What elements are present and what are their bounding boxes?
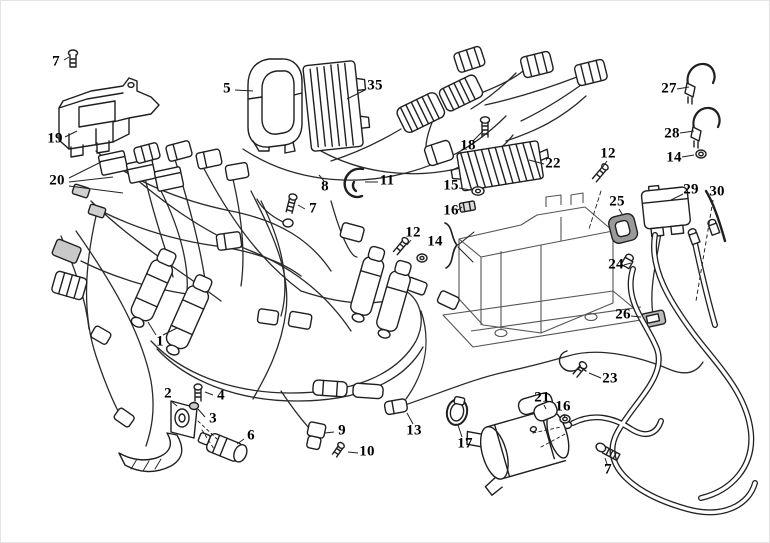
sensor-6 [197, 432, 248, 463]
bolt-7c [595, 442, 621, 462]
sensor-6-dashes [197, 420, 218, 450]
ecu-bracket-5 [247, 58, 303, 154]
cable-hook-27 [684, 62, 716, 105]
nut-3 [188, 401, 200, 411]
washer-15 [471, 186, 485, 196]
screw-18 [479, 116, 491, 138]
leader-line-6-28 [236, 438, 245, 445]
leader-line-30-18 [695, 199, 714, 302]
ignition-coils-1 [130, 245, 412, 356]
screw-10 [331, 441, 345, 458]
leader-line-14-16 [681, 154, 695, 158]
regulator-22 [450, 140, 550, 192]
leader-line-27-14 [676, 86, 690, 90]
screw-4 [193, 383, 203, 402]
leader-line-22-9 [528, 159, 545, 165]
leader-lines [63, 56, 714, 465]
battery-cables [561, 218, 758, 516]
leader-line-2-25 [170, 400, 178, 407]
ground-terminal-2 [118, 400, 198, 473]
leader-line-26-22 [630, 315, 642, 318]
leader-line-28-15 [679, 130, 695, 134]
leader-line-19-1 [64, 130, 78, 138]
ecu-module-35 [302, 60, 371, 152]
starter-leader-dashes [532, 426, 568, 448]
relay-cluster-20 [71, 150, 185, 219]
leader-line-12-12 [601, 160, 608, 169]
leader-line-13-31 [406, 412, 414, 425]
rubber-clamp-25 [608, 213, 639, 244]
brace-14 [444, 222, 475, 269]
leader-line-21-33 [543, 404, 547, 410]
nut-14 [695, 149, 707, 159]
leader-line-12-19 [406, 239, 412, 246]
leader-line-16-11 [457, 206, 463, 211]
screw-12-lower [392, 236, 428, 263]
leader-line-29-17 [670, 193, 684, 201]
nut-16b [559, 414, 571, 424]
leader-line-9-29 [324, 431, 335, 434]
leader-line-25-13 [618, 208, 623, 215]
clip-16 [458, 200, 477, 213]
leader-line-16-34 [563, 413, 566, 419]
cable-guide-30 [704, 189, 727, 243]
leader-line-20-2 [68, 161, 124, 194]
mounting-bracket-19 [58, 49, 160, 158]
leader-line-35-4 [346, 89, 366, 100]
relay-29 [640, 184, 691, 238]
starter-motor [466, 392, 570, 496]
leader-line-10-30 [347, 451, 359, 454]
wire-clip-11 [343, 167, 365, 199]
leader-line-1-24 [147, 321, 178, 336]
leader-line-8-5 [318, 174, 325, 182]
leader-line-7-7 [297, 204, 306, 210]
clamp-23 [558, 350, 588, 378]
leader-line-4-26 [204, 391, 214, 396]
hose-clamp-17 [445, 395, 469, 426]
screw-7-ground [282, 193, 298, 228]
harness-connectors [51, 45, 608, 451]
terminal-cap-21 [533, 400, 558, 422]
leader-line-7-35 [604, 457, 608, 465]
leader-line-23-23 [588, 372, 602, 379]
rubber-mount-26 [640, 309, 667, 329]
leader-line-24-21 [623, 262, 632, 266]
leader-line-5-3 [234, 89, 254, 92]
cable-hook-28 [690, 106, 721, 149]
leader-line-17-32 [457, 424, 463, 438]
leader-line-15-10 [458, 187, 471, 191]
leader-line-7-0 [63, 56, 70, 61]
leader-line-3-27 [197, 408, 206, 418]
battery-tray [442, 192, 648, 348]
leader-line-18-8 [472, 130, 484, 142]
